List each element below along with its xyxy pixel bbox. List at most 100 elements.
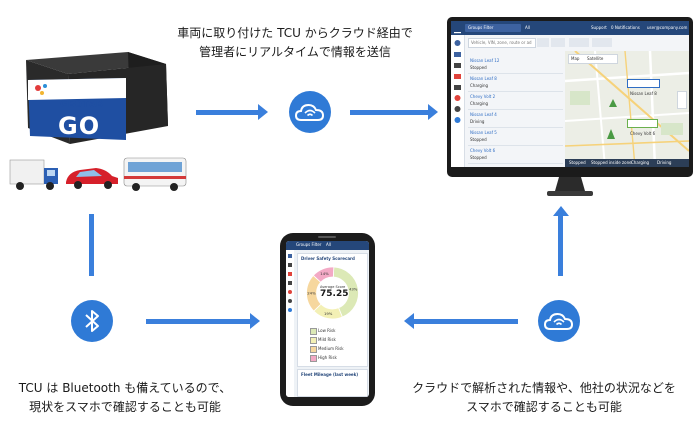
vehicle-status: Stopped	[470, 155, 487, 160]
phone-sidenav	[286, 250, 294, 397]
arrow-monitor-to-cloud	[558, 214, 563, 276]
arrow-head	[258, 104, 268, 120]
marker-vehicle-name: Nissan Leaf 8	[630, 91, 657, 96]
map-marker-label[interactable]: Chevy Volt 6	[627, 119, 659, 136]
arrow-head	[250, 313, 260, 329]
top-caption-line2: 管理者にリアルタイムで情報を送信	[199, 45, 391, 59]
support-link[interactable]: Support	[591, 25, 607, 30]
vehicle-status: Charging	[470, 83, 489, 88]
arrow-head	[553, 206, 569, 216]
truck-icon	[9, 159, 58, 190]
desktop-monitor: Groups Filter All Support 0 Notification…	[447, 17, 693, 177]
legend-item: Charging	[631, 160, 650, 165]
donut-label: 19%	[324, 311, 333, 316]
vehicle-status: Stopped	[470, 65, 487, 70]
legend-label: Mild Risk	[318, 337, 336, 342]
geotab-device: GEOTAB GO	[8, 40, 178, 150]
search-placeholder: Vehicle, VIN, zone, route or ad	[471, 40, 532, 45]
device-model: GO	[58, 112, 101, 140]
legend-swatch	[310, 355, 317, 362]
map-marker-label[interactable]: Nissan Leaf 8	[627, 79, 660, 96]
smartphone: Groups Filter All Driver Safety Scorecar…	[280, 233, 375, 406]
vehicle-status: Driving	[470, 119, 485, 124]
cloud-wifi-icon	[543, 312, 574, 330]
list-item[interactable]: Nissan Leaf 12 Stopped	[468, 57, 563, 74]
zoom-control[interactable]	[677, 91, 687, 109]
notifications-link[interactable]: 0 Notifications	[611, 25, 640, 30]
vehicle-name: Chevy Volt 2	[470, 94, 496, 99]
arrow-device-to-bluetooth	[89, 214, 94, 276]
user-account[interactable]: user@company.com	[647, 25, 688, 30]
arrow-head	[404, 313, 414, 329]
bluetooth-circle	[71, 300, 113, 342]
risk-legend: Low Risk Mild Risk Medium Risk High Risk	[310, 327, 365, 363]
groups-filter-value: All	[525, 25, 530, 30]
phone-filter-value: All	[326, 242, 331, 247]
vehicle-name: Nissan Leaf 4	[470, 112, 497, 117]
marker-vehicle-name: Chevy Volt 6	[630, 131, 656, 136]
cloud-wifi-icon	[294, 103, 325, 121]
legend-item: Stopped inside zone	[591, 160, 632, 165]
arrow-bluetooth-to-phone	[146, 319, 250, 324]
monitor-stand	[545, 177, 595, 197]
dashboard-sidenav	[451, 35, 465, 167]
menu-icon[interactable]	[454, 24, 461, 40]
vehicle-name: Nissan Leaf 12	[470, 58, 500, 63]
left-caption-line2: 現状をスマホで確認することも可能	[29, 400, 221, 414]
map-legend: Stopped Stopped inside zone Charging Dri…	[565, 159, 689, 167]
list-item[interactable]: Nissan Leaf 5 Stopped	[468, 129, 563, 146]
vehicle-name: Chevy Volt 6	[470, 148, 496, 153]
average-score-label: Average Score	[320, 285, 346, 289]
cloud-bottom-circle	[538, 300, 580, 342]
tab-satellite[interactable]: Satellite	[587, 56, 604, 61]
donut-label: 14%	[320, 271, 329, 276]
legend-swatch	[310, 328, 317, 335]
top-caption-line1: 車両に取り付けた TCU からクラウド経由で	[177, 26, 413, 40]
vehicle-status: Stopped	[470, 137, 487, 142]
arrow-head	[428, 104, 438, 120]
map-tabs: Map Satellite	[568, 54, 618, 64]
bluetooth-icon	[85, 310, 99, 332]
groups-filter-label: Groups Filter	[468, 25, 494, 30]
arrow-cloud-to-phone	[414, 319, 518, 324]
vehicle-icons	[8, 152, 190, 197]
toolbar-button[interactable]	[569, 38, 589, 47]
tab-map[interactable]: Map	[571, 56, 580, 61]
cloud-top-circle	[289, 91, 331, 133]
list-item[interactable]: Chevy Volt 2 Charging	[468, 93, 563, 110]
list-item[interactable]: Nissan Leaf 8 Charging	[468, 75, 563, 92]
vehicle-status: Charging	[470, 101, 489, 106]
dashboard-topbar: Groups Filter All Support 0 Notification…	[451, 21, 689, 40]
legend-label: Medium Risk	[318, 346, 344, 351]
phone-topbar: Groups Filter All	[286, 241, 369, 250]
legend-item: Stopped	[569, 160, 586, 165]
fleet-mileage-title: Fleet Mileage (last week)	[301, 372, 359, 377]
map-panel[interactable]: Map Satellite Nissan Leaf 8 Chevy Volt 6	[565, 51, 689, 167]
vehicle-name: Nissan Leaf 8	[470, 76, 497, 81]
vehicle-list: Nissan Leaf 12 Stopped Nissan Leaf 8 Cha…	[451, 51, 563, 167]
dashboard-screen: Groups Filter All Support 0 Notification…	[451, 21, 689, 167]
toolbar-button[interactable]	[592, 38, 612, 47]
vehicle-name: Nissan Leaf 5	[470, 130, 497, 135]
right-caption-line2: スマホで確認することも可能	[466, 400, 622, 414]
arrow-device-to-cloud	[196, 110, 260, 115]
legend-swatch	[310, 337, 317, 344]
phone-screen: Groups Filter All Driver Safety Scorecar…	[286, 241, 369, 397]
arrow-cloud-to-monitor	[350, 110, 430, 115]
phone-groups-filter[interactable]: Groups Filter	[296, 242, 322, 247]
bus-icon	[123, 157, 187, 191]
legend-swatch	[310, 346, 317, 353]
vehicle-search-input[interactable]: Vehicle, VIN, zone, route or ad	[468, 38, 536, 48]
device-brand: GEOTAB	[60, 100, 104, 110]
donut-label: 24%	[307, 290, 316, 295]
donut-label: 43%	[349, 287, 358, 292]
search-button[interactable]	[537, 38, 549, 47]
groups-filter[interactable]: Groups Filter	[465, 24, 521, 32]
legend-label: High Risk	[318, 355, 337, 360]
phone-speaker	[318, 236, 336, 238]
average-score-value: 75.25	[320, 289, 349, 299]
list-item[interactable]: Nissan Leaf 4 Driving	[468, 111, 563, 128]
list-item[interactable]: Chevy Volt 6 Stopped	[468, 147, 563, 164]
fleet-mileage-card: Fleet Mileage (last week)	[297, 369, 368, 397]
add-button[interactable]	[551, 38, 565, 47]
